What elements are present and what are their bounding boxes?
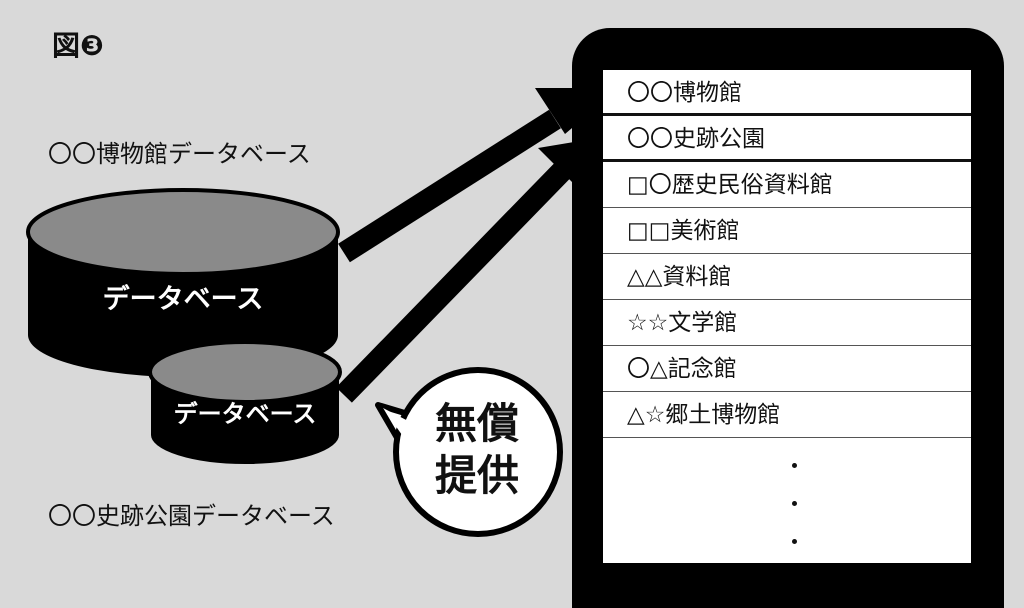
large-database-cylinder: データベース xyxy=(26,188,340,377)
museum-database-caption: 〇〇博物館データベース xyxy=(48,140,311,168)
small-database-label: データベース xyxy=(174,400,317,428)
historic-park-database-caption: 〇〇史跡公園データベース xyxy=(48,502,335,530)
list-item[interactable]: 〇△記念館 xyxy=(603,346,971,392)
small-database-cylinder: データベース xyxy=(148,340,342,466)
ellipsis-dot xyxy=(792,463,797,468)
free-provision-bubble xyxy=(375,367,563,537)
list-item[interactable]: 〇〇博物館 xyxy=(603,70,971,116)
figure-label: 図❸ xyxy=(52,29,104,62)
list-item[interactable]: □□美術館 xyxy=(603,208,971,254)
database-diagram: データベース データベース xyxy=(26,88,619,537)
list-item[interactable]: □〇歴史民俗資料館 xyxy=(603,162,971,208)
free-provision-text: 無償 提供 xyxy=(402,398,552,502)
list-item[interactable]: 〇〇史跡公園 xyxy=(603,116,971,162)
ellipsis-dot xyxy=(792,539,797,544)
ellipsis-dot xyxy=(792,501,797,506)
bubble-line-1: 無償 xyxy=(434,399,519,448)
bubble-line-2: 提供 xyxy=(434,451,519,500)
list-item[interactable]: △△資料館 xyxy=(603,254,971,300)
large-database-label: データベース xyxy=(103,283,264,315)
smartphone-screen: 〇〇博物館 〇〇史跡公園 □〇歴史民俗資料館 □□美術館 △△資料館 ☆☆文学館… xyxy=(603,70,971,563)
list-item[interactable]: ☆☆文学館 xyxy=(603,300,971,346)
list-item[interactable]: △☆郷土博物館 xyxy=(603,392,971,438)
